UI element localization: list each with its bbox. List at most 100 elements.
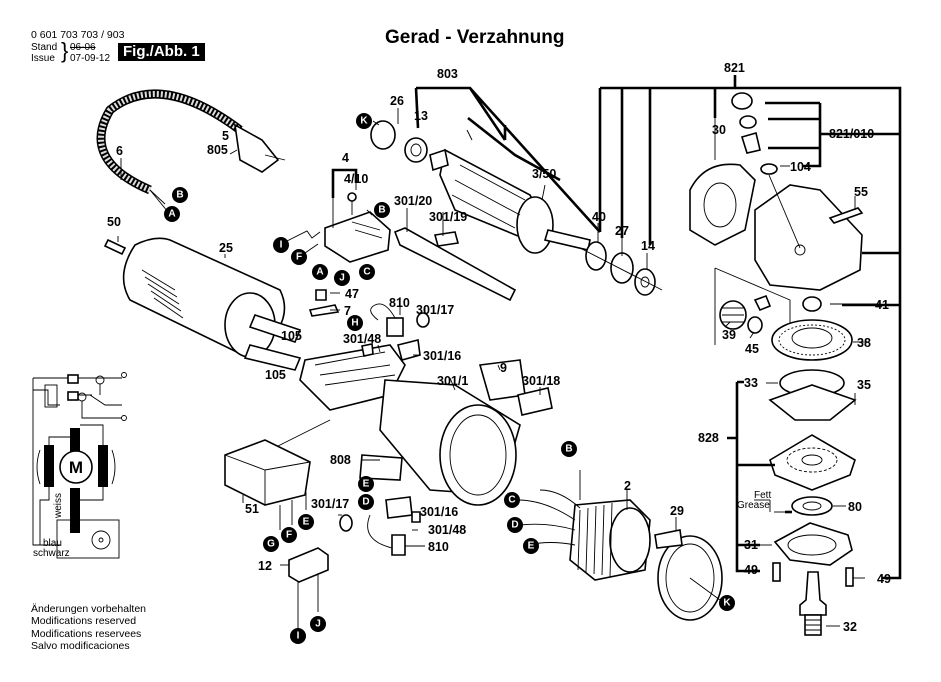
label-803: 803: [437, 67, 458, 81]
label-29: 29: [670, 504, 684, 518]
label-821: 821: [724, 61, 745, 75]
note-line: Modifications reservees: [31, 627, 142, 640]
label-9: 9: [500, 361, 507, 375]
svg-text:C: C: [508, 495, 515, 506]
figure-badge: Fig./Abb. 1: [118, 43, 205, 61]
label-13: 13: [414, 109, 428, 123]
motor-housing-25: [103, 237, 302, 371]
label-808: 808: [330, 453, 351, 467]
label-40: 40: [592, 210, 606, 224]
label-301-48-a: 301/48: [343, 332, 381, 346]
svg-text:A: A: [168, 209, 175, 220]
label-49-b: 49: [877, 572, 891, 586]
document-number: 0 601 703 703 / 903: [31, 29, 125, 41]
badge-cord-a: A: [164, 206, 180, 222]
label-31: 31: [744, 538, 758, 552]
suppressor-parts: [224, 439, 421, 628]
svg-text:D: D: [511, 520, 518, 531]
gear-set: [719, 294, 853, 361]
svg-text:H: H: [351, 318, 358, 329]
label-5: 5: [222, 129, 229, 143]
label-80: 80: [848, 500, 862, 514]
svg-text:I: I: [280, 240, 283, 251]
badge-supp-f: F: [281, 527, 297, 543]
svg-text:D: D: [362, 497, 369, 508]
label-301-19: 301/19: [429, 210, 467, 224]
label-grease: Grease: [737, 500, 770, 511]
svg-text:F: F: [296, 252, 302, 263]
switch-assembly-4: [324, 168, 517, 302]
bearing-rings: [579, 241, 663, 296]
badge-field-e: E: [523, 538, 539, 554]
label-fett: Fett: [754, 490, 771, 501]
label-50: 50: [107, 215, 121, 229]
svg-text:B: B: [565, 444, 572, 455]
armature: [370, 120, 591, 254]
svg-text:G: G: [267, 539, 275, 550]
svg-text:A: A: [316, 267, 323, 278]
gear-housing: [689, 92, 864, 345]
label-12: 12: [258, 559, 272, 573]
label-51: 51: [245, 502, 259, 516]
svg-text:C: C: [363, 267, 370, 278]
badge-cap-i: I: [290, 628, 306, 644]
label-828: 828: [698, 431, 719, 445]
label-105-a: 105: [281, 329, 302, 343]
note-line: Änderungen vorbehalten: [31, 603, 147, 615]
svg-text:F: F: [286, 530, 292, 541]
badge-supp-e: E: [298, 514, 314, 530]
label-4-10: 4/10: [344, 172, 368, 186]
label-301-17-a: 301/17: [416, 303, 454, 317]
label-27: 27: [615, 224, 629, 238]
label-301-18: 301/18: [522, 374, 560, 388]
badge-supp-g: G: [263, 536, 279, 552]
label-25: 25: [219, 241, 233, 255]
svg-text:E: E: [303, 517, 310, 528]
label-33: 33: [744, 376, 758, 390]
issue-date: 07-09-12: [70, 53, 111, 64]
label-810-a: 810: [389, 296, 410, 310]
badge-cap-j: J: [310, 616, 326, 632]
label-6: 6: [116, 144, 123, 158]
badge-baffle-k: K: [719, 595, 735, 611]
label-105-b: 105: [265, 368, 286, 382]
page-title: Gerad - Verzahnung: [385, 27, 565, 48]
badge-cord-b: B: [172, 187, 188, 203]
label-301-17-b: 301/17: [311, 497, 349, 511]
note-line: Modifications reserved: [31, 615, 137, 628]
label-7: 7: [344, 304, 351, 318]
label-39: 39: [722, 328, 736, 342]
label-301-16-b: 301/16: [420, 505, 458, 519]
badge-switch-c: C: [359, 264, 375, 280]
label-805: 805: [207, 143, 228, 157]
label-301-1: 301/1: [437, 374, 468, 388]
label-821-010: 821/010: [829, 127, 874, 141]
stand-date: 06-06: [70, 42, 96, 53]
label-810-b: 810: [428, 540, 449, 554]
label-47: 47: [345, 287, 359, 301]
motor-label: M: [69, 458, 83, 477]
label-35: 35: [857, 378, 871, 392]
badge-brush2-d: D: [358, 494, 374, 510]
label-45: 45: [745, 342, 759, 356]
label-301-48-b: 301/48: [428, 523, 466, 537]
label-4: 4: [342, 151, 349, 165]
wire-label-weiss: weiss: [53, 493, 64, 519]
label-30: 30: [712, 123, 726, 137]
leader-lines: [117, 75, 902, 627]
label-2: 2: [624, 479, 631, 493]
badge-switch-b: B: [374, 202, 390, 218]
footer-notes: Änderungen vorbehalten Modifications res…: [31, 603, 146, 652]
badge-brush2-e: E: [358, 476, 374, 492]
bearing-flange-828: [768, 369, 857, 636]
brace-icon: }: [61, 38, 69, 63]
badge-switch-j: J: [334, 270, 350, 286]
svg-text:K: K: [723, 598, 731, 609]
label-14: 14: [641, 239, 655, 253]
svg-text:K: K: [360, 116, 368, 127]
baffle-29: [654, 529, 723, 621]
svg-text:B: B: [378, 205, 385, 216]
label-3-50: 3/50: [532, 167, 556, 181]
issue-label: Issue: [31, 53, 55, 64]
label-301-16-a: 301/16: [423, 349, 461, 363]
